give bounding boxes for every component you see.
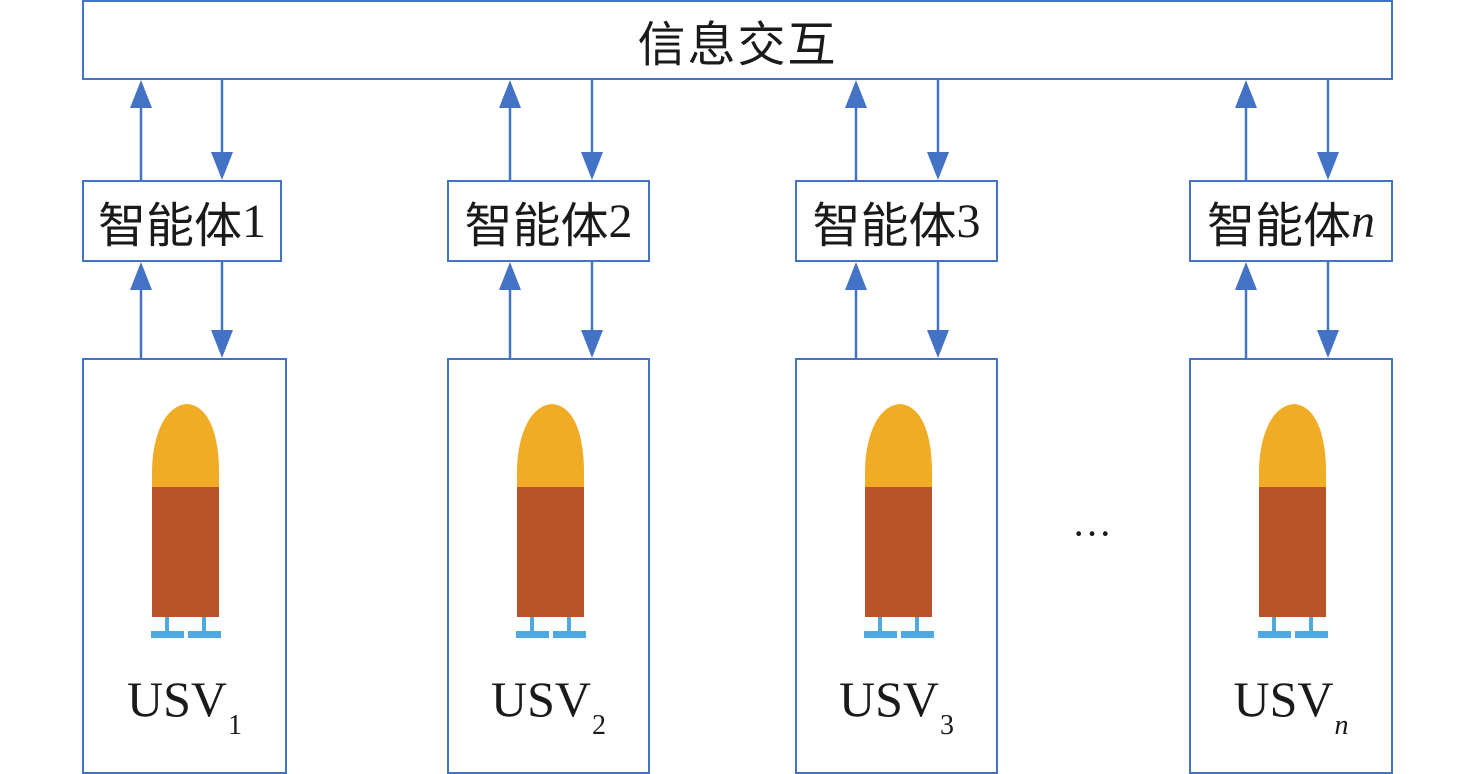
usv-box-n: USVn [1189,358,1393,774]
agent-index-2: 2 [608,194,633,248]
agent-index-1: 1 [242,194,266,248]
usv-box-2: USV2 [447,358,650,774]
usv-boat-icon-2 [516,404,586,638]
agent-label-n: 智能体 [1206,200,1351,253]
usv-boat-icon-3 [864,404,934,638]
agent-index-3: 3 [956,194,981,248]
agent-index-n: n [1351,194,1375,248]
usv-label-n: USVn [1233,671,1349,741]
usv-box-3: USV3 [795,358,998,774]
info-exchange-box: 信息交互 [82,0,1393,80]
usv-label-2: USV2 [490,671,607,741]
usv-boat-icon-n [1258,404,1328,638]
ellipsis: ··· [1072,511,1112,556]
usv-box-1: USV1 [82,358,287,774]
info-exchange-label: 信息交互 [637,19,838,72]
agent-label-1: 智能体 [97,200,242,253]
usv-label-1: USV1 [126,671,243,741]
agent-label-3: 智能体 [812,200,957,253]
usv-label-3: USV3 [838,671,955,741]
agent-label-2: 智能体 [464,200,609,253]
usv-boat-icon-1 [151,404,221,638]
